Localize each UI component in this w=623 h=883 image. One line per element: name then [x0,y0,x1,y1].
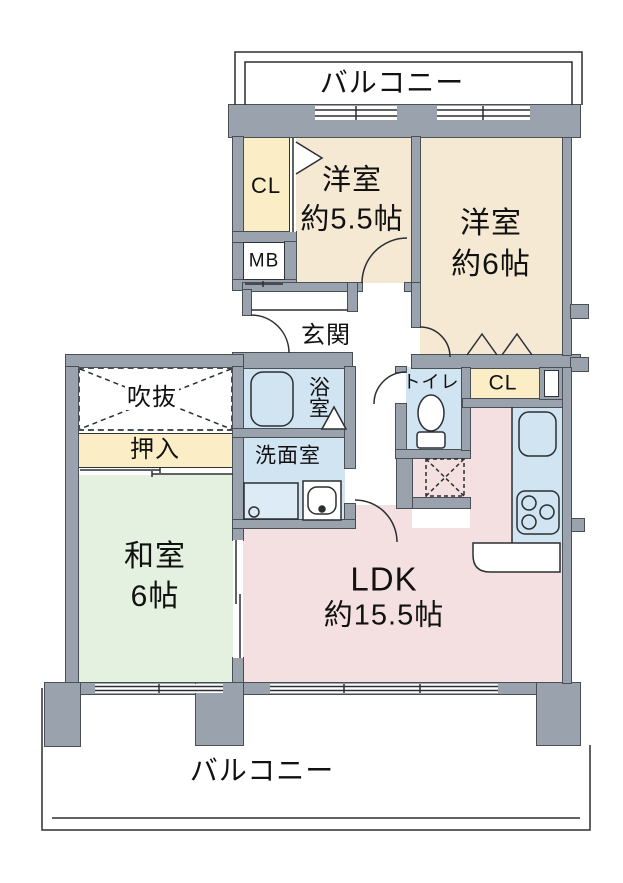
entrance-label: 玄関 [301,322,351,349]
room6-size-label: 約6帖 [451,248,531,281]
wall [396,449,413,509]
wall [462,398,564,408]
wall [242,289,252,316]
wall [411,282,421,328]
wall [65,682,581,695]
room-kitchen [512,407,563,548]
room-bathroom [243,367,345,429]
room6-name-label: 洋室 [460,207,522,240]
room-ldk-hall [355,505,412,528]
wall [562,367,572,684]
wall [232,428,353,438]
balcony-bottom-label: バルコニー [189,755,335,786]
wall [411,136,421,284]
wall [395,403,407,451]
room55-name-label: 洋室 [321,164,383,197]
wall [396,497,471,509]
wall [395,366,407,373]
wall [411,354,581,369]
ldk-size-label: 約15.5帖 [323,599,445,632]
balcony-top-label: バルコニー [319,67,465,98]
entrance-door-arc [250,314,290,354]
wall [570,304,589,319]
pillar [536,682,581,746]
bathroom-label: 浴室 [306,376,330,418]
wall [65,366,79,684]
pillar [44,682,81,747]
meter-box [243,242,285,280]
wall [570,357,589,372]
room-closet-upper [243,137,290,232]
wall [344,366,356,469]
pipe-space-box [544,370,559,397]
ldk-name-label: LDK [350,560,418,598]
room-western-6 [420,137,563,355]
wall [570,518,585,532]
wall [344,503,356,521]
wall [461,367,471,451]
wall [232,352,353,369]
japanese-room-size-label: 6帖 [130,580,180,613]
toilet-door-arc [373,371,407,405]
wall [242,282,363,292]
room-ldk-upper [470,407,512,528]
room-japanese [78,475,233,683]
void-label: 吹抜 [125,384,179,411]
room55-size-label: 約5.5帖 [300,203,404,236]
wall [65,354,244,368]
wall [562,137,572,356]
wall [232,366,244,541]
wall [232,657,244,684]
wall [284,241,297,291]
futon-closet-label: 押入 [130,436,180,463]
wall [232,231,297,243]
japanese-room-name-label: 和室 [124,540,186,573]
wall [395,449,471,459]
meter-box-label: MB [248,250,280,272]
closet-upper-label: CL [250,173,282,198]
wall [228,104,581,138]
wall [404,282,413,292]
wall [232,519,356,529]
wall [232,136,244,291]
wall [347,282,358,312]
washroom-label: 洗面室 [255,444,321,468]
pillar [195,682,244,746]
toilet-label: トイレ [402,372,460,392]
closet-right-label: CL [488,371,518,395]
room-fridge-niche [412,458,470,498]
